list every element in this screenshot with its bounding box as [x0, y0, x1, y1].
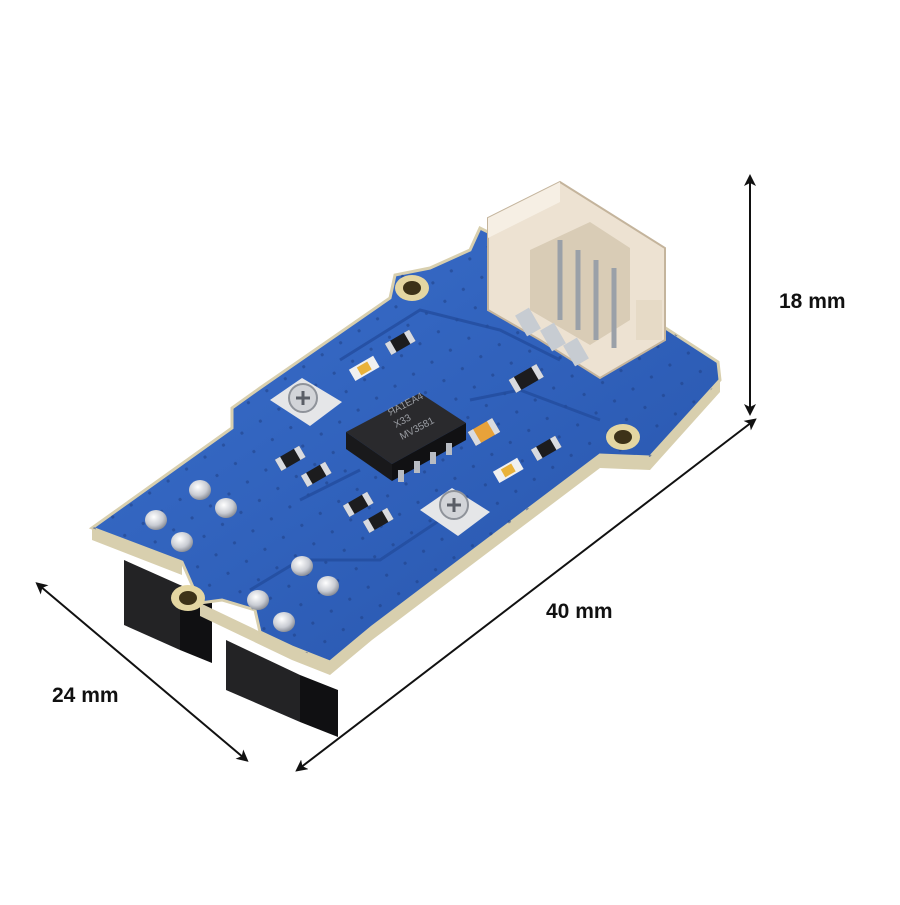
length-dimension-arrow: [295, 418, 757, 772]
height-dimension-label: 18 mm: [779, 290, 846, 313]
potentiometer-1: [270, 378, 342, 426]
grove-connector: [487, 180, 666, 380]
width-dimension-arrow: [35, 582, 249, 762]
length-dimension-label: 40 mm: [546, 600, 613, 623]
width-dimension-label: 24 mm: [52, 684, 119, 707]
